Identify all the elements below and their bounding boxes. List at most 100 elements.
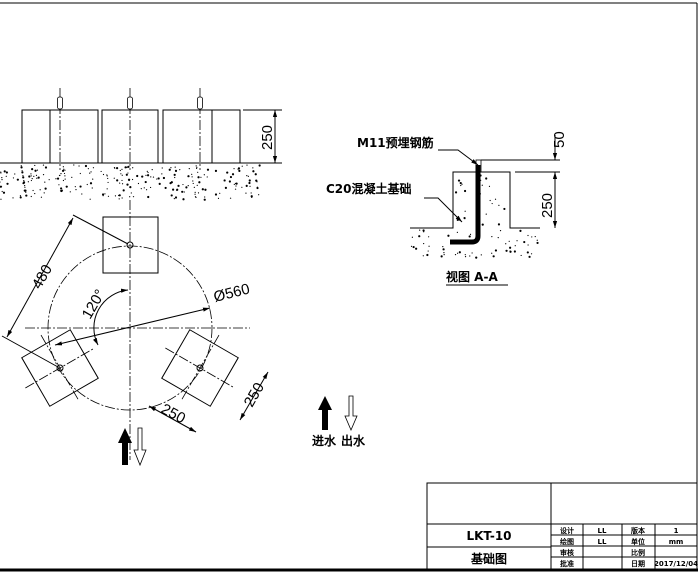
gravel-dot	[256, 186, 259, 190]
title-block-cell: 设计	[560, 526, 574, 535]
gravel-dot	[460, 184, 462, 187]
gravel-dot	[119, 169, 121, 172]
gravel-dot	[214, 193, 218, 196]
gravel-dot	[527, 244, 529, 246]
gravel-dot	[144, 180, 147, 184]
gravel-dot	[164, 186, 167, 190]
gravel-dot	[412, 245, 415, 249]
gravel-dot	[152, 176, 155, 178]
outlet-arrow-icon	[133, 427, 147, 467]
gravel-dot	[87, 168, 89, 170]
plan-view: 480 Ø560 120° 250 250	[1, 200, 269, 467]
gravel-dot	[194, 196, 197, 198]
gravel-dot	[121, 183, 124, 185]
title-block-cell: 批准	[560, 559, 574, 568]
title-block-cell: 版本	[631, 526, 645, 535]
gravel-dot	[170, 167, 172, 169]
gravel-dot	[440, 255, 443, 258]
inlet-arrow-icon	[118, 428, 132, 465]
gravel-dot	[161, 167, 163, 169]
gravel-dot	[494, 198, 497, 200]
gravel-dot	[89, 182, 93, 185]
inlet-legend-arrow-icon	[318, 396, 332, 430]
gravel-dot	[248, 181, 251, 185]
gravel-dot	[34, 192, 36, 195]
gravel-dot	[498, 204, 500, 206]
gravel-dot	[101, 193, 105, 196]
gravel-dot	[131, 178, 134, 181]
gravel-dot	[196, 166, 198, 168]
gravel-dot	[116, 179, 119, 182]
gravel-dot	[20, 166, 23, 169]
model-number: LKT-10	[466, 529, 511, 543]
gravel-dot	[250, 195, 253, 198]
gravel-dot	[89, 172, 91, 174]
gravel-dot	[89, 198, 91, 200]
gravel-dot	[58, 184, 60, 186]
gravel-dot	[174, 166, 176, 168]
gravel-dot	[44, 187, 47, 190]
title-block-cell: 绘图	[560, 537, 574, 546]
gravel-dot	[20, 165, 22, 167]
gravel-dot	[157, 177, 160, 180]
gravel-dot	[174, 176, 176, 179]
gravel-dot	[28, 175, 31, 178]
gravel-dot	[192, 180, 194, 182]
gravel-dot	[252, 170, 255, 173]
gravel-dot	[100, 170, 102, 173]
gravel-dot	[468, 235, 471, 238]
gravel-dot	[224, 186, 227, 190]
gravel-dot	[132, 167, 134, 169]
gravel-dot	[223, 179, 226, 182]
gravel-dot	[121, 174, 123, 176]
gravel-dot	[217, 197, 220, 199]
gravel-dot	[255, 179, 258, 182]
gravel-dot	[181, 190, 184, 193]
gravel-dot	[475, 256, 478, 259]
gravel-dot	[497, 237, 499, 239]
gravel-dot	[118, 198, 120, 200]
gravel-dot	[526, 251, 529, 254]
gravel-dot	[1, 190, 3, 193]
gravel-dot	[505, 243, 507, 245]
gravel-dot	[22, 176, 25, 179]
gravel-dot	[129, 186, 132, 189]
gravel-dot	[176, 189, 178, 191]
gravel-dot	[252, 167, 254, 169]
gravel-dot	[122, 189, 125, 192]
gravel-dot	[494, 249, 498, 252]
gravel-dot	[23, 180, 25, 182]
gravel-dot	[443, 252, 445, 254]
side-elevation-view: 250	[0, 88, 282, 201]
gravel-dot	[125, 173, 128, 176]
gravel-dot	[136, 174, 139, 178]
gravel-dot	[499, 229, 502, 232]
gravel-dot	[79, 172, 81, 175]
gravel-dot	[30, 173, 32, 175]
gravel-dot	[169, 182, 172, 185]
gravel-dot	[58, 174, 61, 177]
gravel-dot	[249, 185, 251, 187]
gravel-dot	[63, 168, 65, 170]
gravel-dot	[443, 254, 445, 256]
section-top-dim: 50	[551, 131, 568, 148]
gravel-dot	[197, 171, 199, 173]
gravel-dot	[235, 185, 237, 187]
gravel-dot	[508, 240, 510, 242]
gravel-dot	[238, 169, 241, 172]
dim-480: 480	[29, 262, 56, 292]
gravel-dot	[119, 182, 121, 184]
gravel-dot	[187, 184, 189, 187]
gravel-dot	[92, 178, 94, 180]
title-block-cell: 审核	[560, 548, 574, 557]
gravel-dot	[31, 168, 34, 171]
gravel-dot	[226, 171, 229, 174]
gravel-dot	[24, 186, 26, 188]
gravel-dot	[71, 176, 73, 178]
gravel-dot	[115, 167, 119, 170]
gravel-dot	[34, 169, 37, 172]
gravel-dot	[411, 236, 413, 238]
gravel-dot	[5, 175, 7, 177]
gravel-dot	[509, 246, 512, 249]
gravel-dot	[31, 178, 33, 180]
